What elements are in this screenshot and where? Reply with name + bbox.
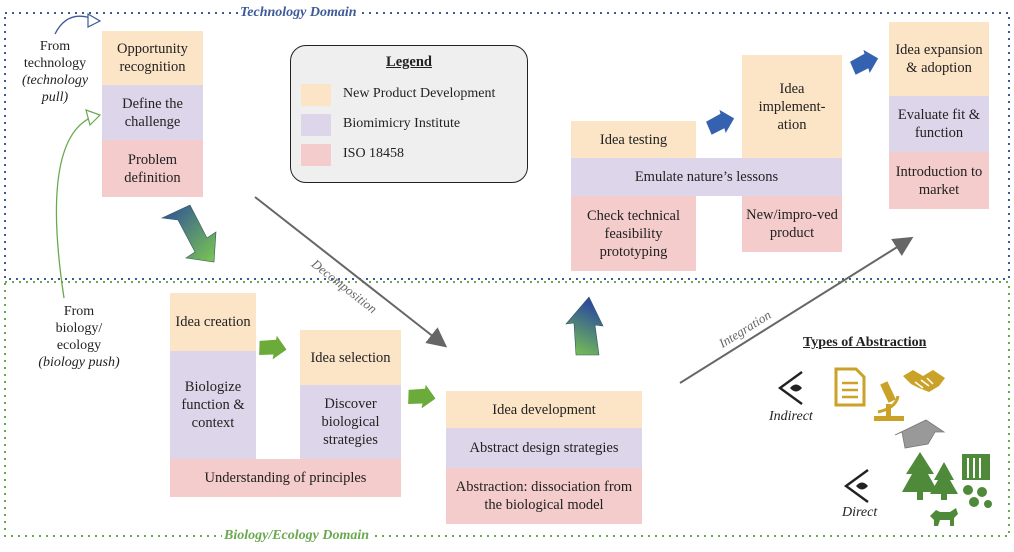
biologize-box: Biologize function & context — [170, 351, 256, 459]
integration-arrow — [679, 236, 914, 384]
abstraction-dissociation-box: Abstraction: dissociation from the biolo… — [446, 468, 642, 524]
cycle-arrow-blue-2 — [850, 49, 879, 75]
biology-domain-label: Biology/Ecology Domain — [222, 528, 372, 544]
legend: Legend New Product Development Biomimicr… — [290, 45, 528, 183]
technology-domain-border — [4, 12, 1010, 280]
cycle-arrow-green-2 — [408, 384, 436, 409]
idea-implementation-box: Idea implement-ation — [742, 55, 842, 158]
flower-icon — [963, 485, 992, 508]
abstraction-up-arrow — [894, 419, 946, 449]
eye-icon-indirect — [777, 371, 803, 405]
legend-swatch-biomimicry — [301, 114, 331, 136]
animal-icon — [930, 508, 958, 526]
idea-expansion-box: Idea expansion & adoption — [889, 22, 989, 96]
opportunity-recognition-box: Opportunity recognition — [102, 31, 203, 85]
idea-creation-box: Idea creation — [170, 293, 256, 351]
idea-development-box: Idea development — [446, 391, 642, 428]
transition-arrow-up — [565, 296, 604, 356]
direct-label: Direct — [842, 505, 878, 520]
introduction-market-box: Introduction to market — [889, 152, 989, 209]
waterfall-icon — [962, 454, 990, 480]
biology-push-label: From biology/ ecology (biology push) — [38, 304, 120, 370]
biology-domain-border — [4, 281, 1010, 537]
biology-push-arrowhead — [85, 109, 102, 127]
problem-definition-box: Problem definition — [102, 140, 203, 197]
legend-label-iso: ISO 18458 — [343, 146, 405, 161]
microscope-icon — [874, 381, 904, 421]
decomposition-arrow — [254, 196, 448, 348]
new-product-box: New/impro-ved product — [742, 196, 842, 252]
legend-title: Legend — [386, 54, 432, 70]
tree-icon — [902, 452, 958, 500]
document-icon — [834, 367, 866, 407]
legend-swatch-iso — [301, 144, 331, 166]
idea-selection-box: Idea selection — [300, 330, 401, 385]
discover-strategies-box: Discover biological strategies — [300, 385, 401, 459]
legend-swatch-npd — [301, 84, 331, 106]
evaluate-fit-box: Evaluate fit & function — [889, 96, 989, 152]
check-feasibility-box: Check technical feasibility prototyping — [571, 196, 696, 271]
cycle-arrow-green-1 — [259, 335, 287, 360]
handshake-icon — [903, 370, 945, 392]
legend-label-biomimicry: Biomimicry Institute — [343, 116, 461, 131]
legend-label-npd: New Product Development — [343, 86, 496, 101]
technology-domain-label: Technology Domain — [238, 5, 359, 21]
eye-icon-direct — [843, 469, 869, 503]
abstract-design-box: Abstract design strategies — [446, 428, 642, 468]
transition-arrow-down — [160, 204, 217, 263]
technology-pull-label: From technology (technology pull) — [21, 39, 89, 105]
indirect-label: Indirect — [769, 409, 813, 424]
biology-push-arrow — [55, 116, 93, 299]
define-challenge-box: Define the challenge — [102, 85, 203, 140]
abstraction-types-title: Types of Abstraction — [803, 335, 927, 350]
idea-testing-box: Idea testing — [571, 121, 696, 158]
technology-pull-arrowhead — [87, 12, 102, 28]
cycle-arrow-blue-1 — [706, 109, 735, 135]
emulate-nature-box: Emulate nature’s lessons — [571, 158, 842, 196]
understanding-principles-box: Understanding of principles — [170, 459, 401, 497]
